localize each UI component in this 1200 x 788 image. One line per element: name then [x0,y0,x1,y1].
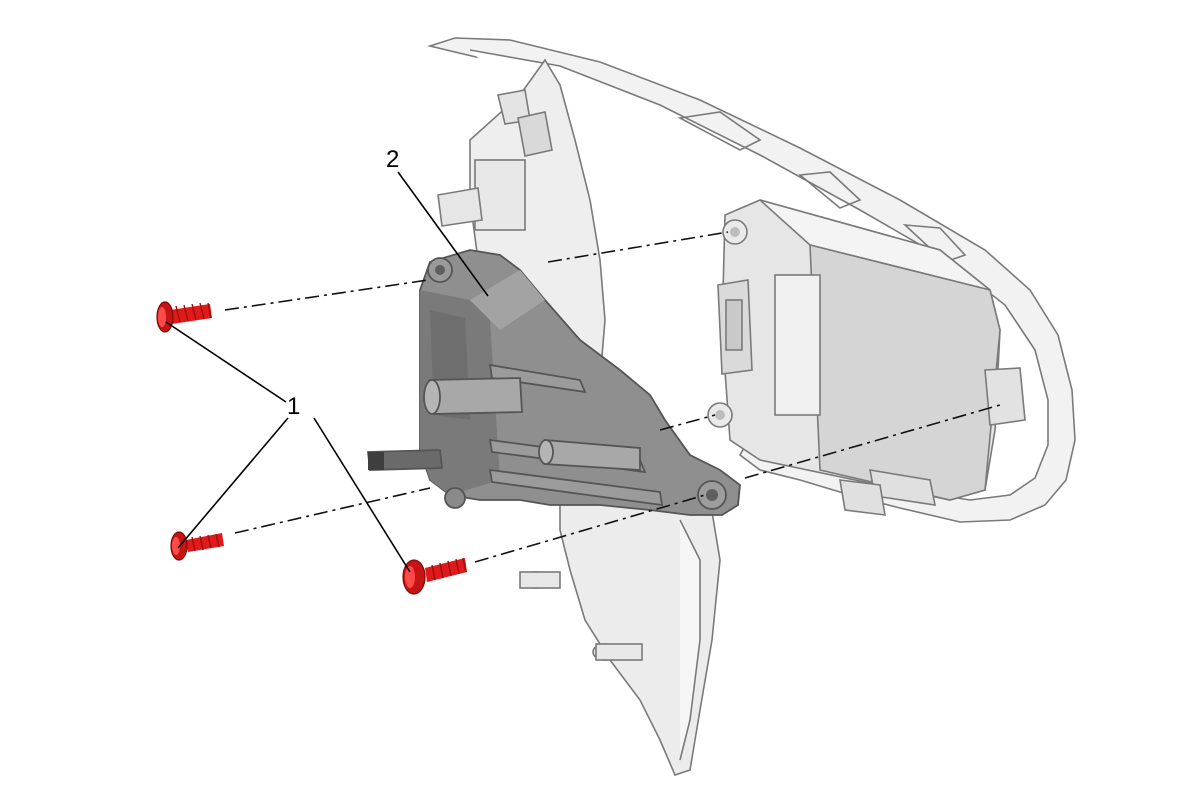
callout-label-2: 2 [386,146,399,173]
screw-top [156,301,212,333]
screw-bottom-left [170,531,224,561]
bracket-part-2 [366,249,741,516]
callout-label-1: 1 [287,393,300,420]
callout-leaders [165,171,489,573]
screw-bottom-center [402,557,467,595]
assembly-dashed-lines [224,231,1001,563]
